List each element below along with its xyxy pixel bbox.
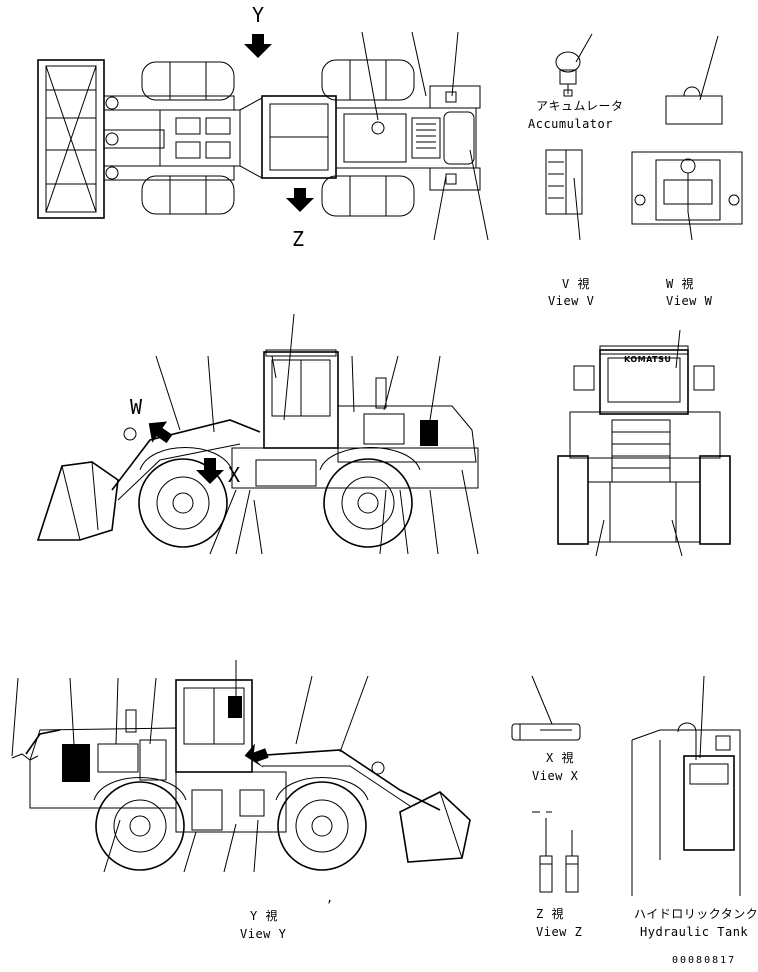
view-x-label-jp: X 視 xyxy=(546,750,574,765)
hydraulic-tank-label-jp: ハイドロリックタンク xyxy=(634,907,758,921)
cab-arrow-icon xyxy=(244,743,269,768)
view-y-arrow-icon xyxy=(244,34,272,58)
tick-mark: , xyxy=(326,891,334,905)
view-y-label-jp: Y 視 xyxy=(250,908,278,923)
top-view-loader xyxy=(37,31,489,241)
view-y-label-en: View Y xyxy=(240,927,287,941)
hydraulic-tank-label-en: Hydraulic Tank xyxy=(640,925,748,939)
view-x-label-en: View X xyxy=(532,769,579,783)
marker-w: W xyxy=(130,395,143,419)
marker-y: Y xyxy=(252,3,264,27)
view-z-arrow-icon xyxy=(286,188,314,212)
view-z-label-jp: Z 視 xyxy=(536,906,564,921)
accumulator-label-en: Accumulator xyxy=(528,117,613,131)
hydraulic-tank-detail xyxy=(631,675,741,896)
marker-z: Z xyxy=(292,227,304,251)
view-x-detail xyxy=(511,675,581,741)
accumulator-label-jp: アキュムレータ xyxy=(536,99,624,113)
cab-brand-text: KOMATSU xyxy=(624,355,671,364)
decal-plate-detail xyxy=(665,35,723,125)
side-view-left-loader xyxy=(36,313,479,555)
view-w-label-en: View W xyxy=(666,294,713,308)
view-v-label-jp: V 視 xyxy=(562,276,590,291)
view-x-arrow-icon xyxy=(196,458,224,484)
marker-x: X xyxy=(228,463,240,487)
accumulator-detail xyxy=(555,33,593,97)
view-v-detail xyxy=(545,149,583,241)
view-w-detail xyxy=(631,151,743,241)
view-z-detail xyxy=(532,811,579,893)
rear-view-loader xyxy=(557,329,731,557)
view-v-label-en: View V xyxy=(548,294,594,308)
side-view-right-loader xyxy=(11,660,471,873)
view-w-arrow-icon xyxy=(148,421,173,444)
figure-number: 00080817 xyxy=(672,955,736,966)
view-z-label-en: View Z xyxy=(536,925,582,939)
view-w-label-jp: W 視 xyxy=(666,276,694,291)
